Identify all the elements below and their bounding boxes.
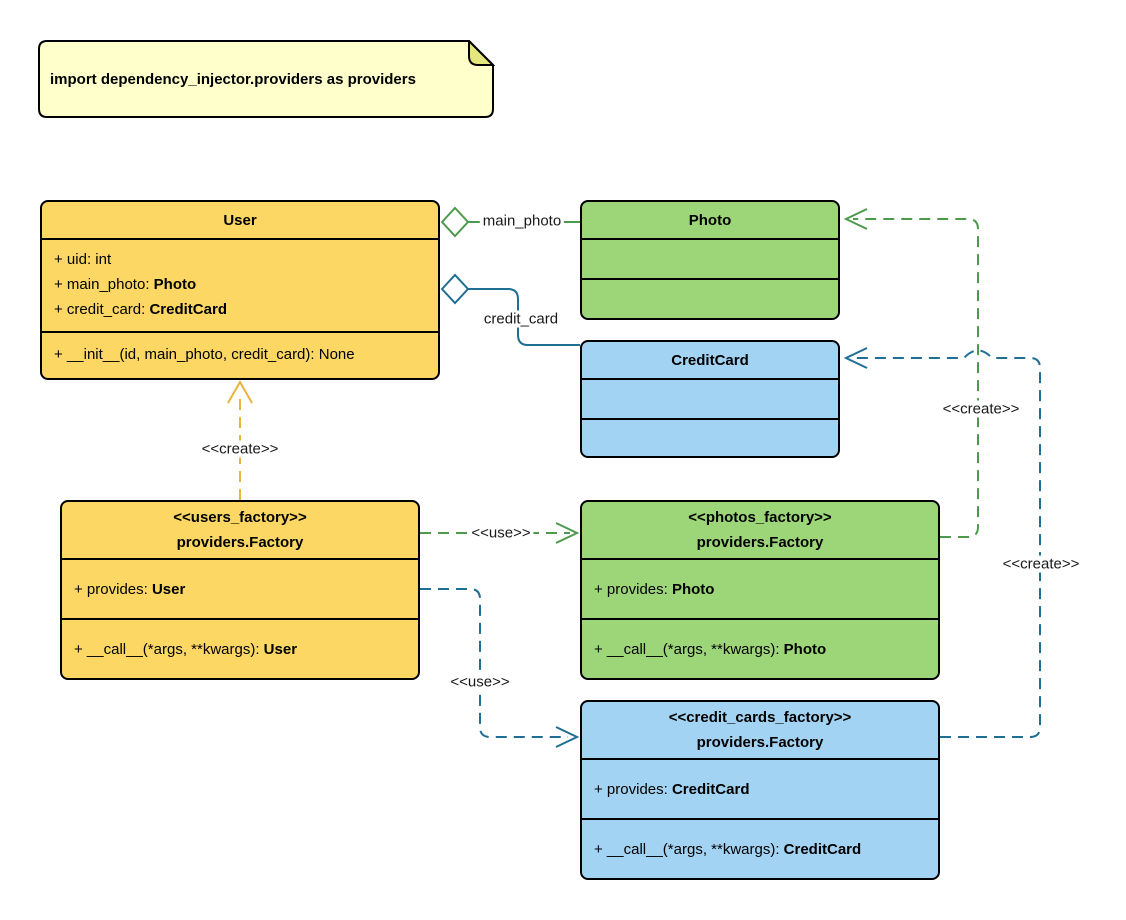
attribute-line: + provides: CreditCard — [582, 777, 938, 802]
attr-text: + credit_card: — [54, 301, 150, 318]
attr-text: + provides: — [594, 780, 672, 798]
attr-text: + uid: int — [54, 251, 112, 268]
edge-label-main-photo: main_photo — [479, 212, 565, 230]
use-credit-cards-arrowhead-icon — [555, 726, 580, 748]
method-text: + __call__(*args, **kwargs): — [594, 640, 784, 658]
use-credit-cards-line — [420, 588, 568, 738]
class-name-label: CreditCard — [671, 351, 749, 369]
attr-text: + provides: — [594, 580, 672, 598]
aggregation-diamond-credit-card — [440, 273, 470, 305]
class-user-attributes: + uid: int + main_photo: Photo + credit_… — [42, 238, 438, 331]
create-credit-card-arrowhead-icon — [843, 347, 868, 369]
edge-label-credit-card: credit_card — [480, 310, 562, 328]
method-type: Photo — [783, 640, 827, 658]
class-name-label: providers.Factory — [696, 534, 824, 551]
create-user-arrowhead-icon — [227, 379, 253, 404]
class-photos-factory-name: <<photos_factory>> providers.Factory — [582, 502, 938, 558]
attr-type: User — [151, 580, 186, 598]
class-users-factory: <<users_factory>> providers.Factory + pr… — [60, 500, 420, 680]
method-line: + __call__(*args, **kwargs): Photo — [582, 637, 938, 662]
class-photos-factory: <<photos_factory>> providers.Factory + p… — [580, 500, 940, 680]
class-users-factory-methods: + __call__(*args, **kwargs): User — [62, 618, 418, 678]
class-creditcard-attributes-empty — [582, 378, 838, 418]
attr-text: + main_photo: — [54, 276, 154, 293]
attr-type: Photo — [671, 580, 715, 598]
method-line: + __call__(*args, **kwargs): CreditCard — [582, 837, 938, 862]
class-photo-methods-empty — [582, 278, 838, 318]
class-photo-name: Photo — [582, 202, 838, 238]
note-fold-icon — [468, 40, 495, 66]
class-users-factory-attributes: + provides: User — [62, 558, 418, 618]
class-credit-cards-factory-name: <<credit_cards_factory>> providers.Facto… — [582, 702, 938, 758]
stereotype-label: <<photos_factory>> — [688, 509, 832, 526]
attribute-line: + credit_card: CreditCard — [42, 297, 438, 322]
aggregation-diamond-main-photo — [440, 206, 470, 238]
attribute-line: + uid: int — [42, 247, 438, 272]
class-credit-cards-factory-attributes: + provides: CreditCard — [582, 758, 938, 818]
class-name-label: Photo — [688, 211, 732, 229]
attr-text: + provides: — [74, 580, 152, 598]
attribute-line: + provides: Photo — [582, 577, 938, 602]
method-text: + __init__(id, main_photo, credit_card):… — [54, 346, 355, 363]
attribute-line: + provides: User — [62, 577, 418, 602]
class-photos-factory-methods: + __call__(*args, **kwargs): Photo — [582, 618, 938, 678]
edge-label-create-user: <<create>> — [198, 440, 282, 458]
stereotype-label: <<credit_cards_factory>> — [668, 709, 852, 726]
note-shape — [38, 40, 495, 118]
method-type: CreditCard — [783, 840, 862, 858]
method-line: + __init__(id, main_photo, credit_card):… — [42, 342, 438, 367]
create-photo-line — [853, 218, 979, 538]
use-photos-arrowhead-icon — [555, 522, 580, 544]
class-user-name: User — [42, 202, 438, 238]
class-creditcard-name: CreditCard — [582, 342, 838, 378]
class-user: User + uid: int + main_photo: Photo + cr… — [40, 200, 440, 380]
edge-label-use-credit-cards: <<use>> — [447, 673, 513, 691]
class-user-methods: + __init__(id, main_photo, credit_card):… — [42, 331, 438, 376]
class-credit-cards-factory-methods: + __call__(*args, **kwargs): CreditCard — [582, 818, 938, 878]
class-name-label: User — [223, 211, 257, 229]
class-photos-factory-attributes: + provides: Photo — [582, 558, 938, 618]
attr-type: CreditCard — [149, 301, 227, 318]
create-photo-arrowhead-icon — [843, 208, 868, 230]
class-credit-cards-factory: <<credit_cards_factory>> providers.Facto… — [580, 700, 940, 880]
edge-label-create-photo: <<create>> — [939, 400, 1023, 418]
class-name-label: providers.Factory — [176, 534, 304, 551]
edge-label-create-credit-card: <<create>> — [999, 555, 1083, 573]
class-creditcard-methods-empty — [582, 418, 838, 456]
class-photo-attributes-empty — [582, 238, 838, 278]
edge-label-use-photos: <<use>> — [468, 524, 534, 542]
stereotype-label: <<users_factory>> — [173, 509, 307, 526]
attr-type: Photo — [153, 276, 197, 293]
method-line: + __call__(*args, **kwargs): User — [62, 637, 418, 662]
class-creditcard: CreditCard — [580, 340, 840, 458]
note-import-providers: import dependency_injector.providers as … — [38, 40, 495, 118]
note-text: import dependency_injector.providers as … — [50, 70, 416, 88]
method-type: User — [263, 640, 298, 658]
attribute-line: + main_photo: Photo — [42, 272, 438, 297]
method-text: + __call__(*args, **kwargs): — [594, 840, 784, 858]
attr-type: CreditCard — [671, 780, 750, 798]
class-photo: Photo — [580, 200, 840, 320]
method-text: + __call__(*args, **kwargs): — [74, 640, 264, 658]
class-name-label: providers.Factory — [696, 734, 824, 751]
class-users-factory-name: <<users_factory>> providers.Factory — [62, 502, 418, 558]
